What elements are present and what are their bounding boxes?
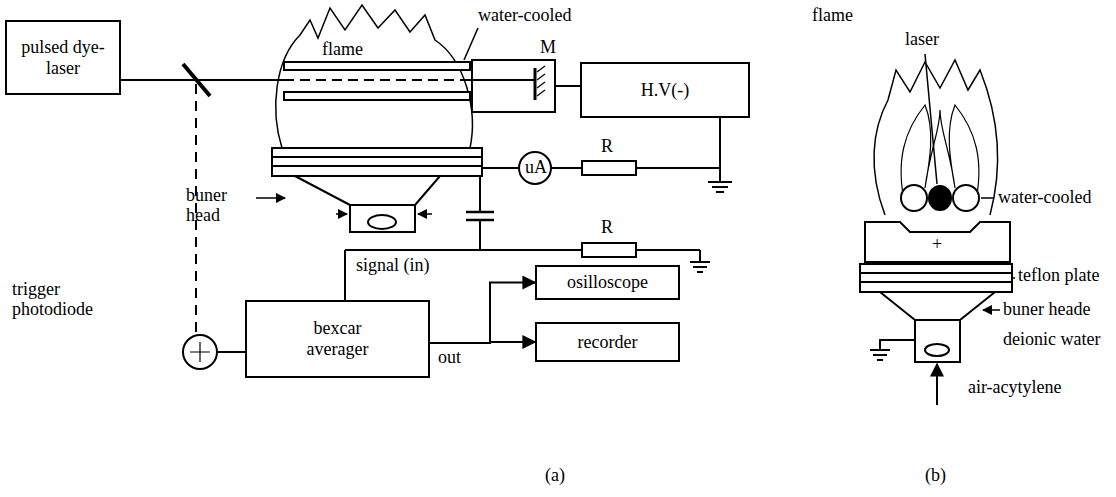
photodiode-mark — [190, 342, 210, 362]
box-label: bexcar averager — [290, 318, 385, 359]
laser-beam — [470, 79, 535, 81]
signal-connector — [430, 283, 535, 343]
annotation-label: flame — [812, 6, 853, 26]
annotation-label: M — [540, 38, 556, 58]
annotation-label: (a) — [545, 466, 565, 486]
burner-plate — [272, 157, 482, 166]
annotation-label: water-cooled — [478, 6, 572, 26]
teflon-plate — [860, 282, 1012, 292]
microammeter — [519, 152, 551, 184]
nozzle — [925, 344, 949, 356]
water-cooled-tube — [901, 185, 927, 211]
resistor-symbol — [582, 243, 636, 257]
burner-plate — [272, 148, 482, 157]
burner-block — [865, 222, 1010, 262]
wire — [719, 118, 721, 182]
mirror — [534, 68, 537, 100]
teflon-plate — [860, 273, 1012, 282]
annotation-label: R — [601, 218, 613, 238]
burner-plate — [272, 166, 482, 176]
burner-funnel — [295, 176, 440, 205]
oscilloscope-box: osilloscope — [535, 265, 680, 300]
wire — [482, 167, 519, 169]
teflon-plate — [860, 264, 1012, 273]
annotation-label: + — [932, 235, 942, 255]
resistor-symbol — [582, 161, 636, 175]
annotation-label: flame — [322, 40, 363, 60]
capacitor-plate — [466, 211, 494, 214]
laser-beam — [284, 79, 470, 81]
hv-wire — [555, 85, 580, 87]
annotation-label: R — [601, 137, 613, 157]
recorder-box: recorder — [535, 322, 680, 362]
mirror-housing — [472, 60, 555, 112]
annotation-label: air-acytylene — [968, 378, 1062, 398]
annotation-label: buner heade — [1003, 300, 1090, 320]
wire — [636, 167, 720, 169]
annotation-label: (b) — [925, 466, 946, 486]
mirror-hatch — [537, 66, 545, 96]
box-label: H.V(-) — [641, 80, 689, 101]
nozzle — [368, 215, 396, 229]
box-label: pulsed dye-laser — [13, 37, 113, 78]
burner-tube — [915, 320, 960, 362]
pointer-arrow — [418, 213, 432, 215]
power-supply-box: H.V(-) — [580, 62, 750, 118]
pointer-arrow — [983, 309, 1000, 311]
signal-wire — [344, 250, 346, 300]
leader-line — [925, 54, 937, 184]
box-label: recorder — [578, 332, 638, 353]
wire — [551, 167, 582, 169]
ground-wire — [870, 340, 915, 360]
wire — [636, 249, 700, 251]
gas-inlet-arrow — [936, 364, 938, 405]
laser-spot — [929, 186, 951, 210]
ground-symbol — [708, 182, 732, 192]
boxcar-box: bexcar averager — [245, 300, 430, 378]
annotation-label: water-cooled — [998, 188, 1092, 208]
water-cooled-plate — [284, 92, 470, 100]
laser-beam — [118, 79, 284, 81]
wire — [345, 249, 582, 251]
leader-line — [981, 197, 994, 199]
laser-box: pulsed dye-laser — [5, 20, 121, 95]
burner-tube — [350, 205, 415, 232]
pointer-arrow — [256, 197, 285, 199]
signal-connector — [430, 341, 535, 344]
wire — [479, 220, 481, 250]
annotation-label: laser — [905, 30, 939, 50]
annotation-label: signal (in) — [356, 256, 430, 276]
annotation-label: out — [438, 348, 461, 368]
wire — [479, 176, 481, 212]
ground-symbol — [690, 250, 710, 272]
flame-outline — [874, 60, 997, 215]
burner-funnel — [880, 292, 995, 320]
annotation-label: deionic water — [1003, 330, 1100, 350]
water-cooled-plate — [284, 62, 470, 70]
trigger-wire — [217, 351, 245, 353]
leader-line — [464, 28, 478, 60]
annotation-label: trigger photodiode — [12, 280, 112, 320]
trigger-photodiode — [183, 335, 217, 369]
pointer-arrow — [336, 213, 347, 215]
annotation-label: buner head — [186, 186, 246, 226]
annotation-label: teflon plate — [1018, 266, 1099, 286]
water-cooled-tube — [953, 185, 979, 211]
flame-outline — [276, 5, 473, 148]
pointer-arrow — [1013, 277, 1015, 279]
box-label: osilloscope — [567, 272, 648, 293]
annotation-label: uA — [525, 158, 547, 178]
